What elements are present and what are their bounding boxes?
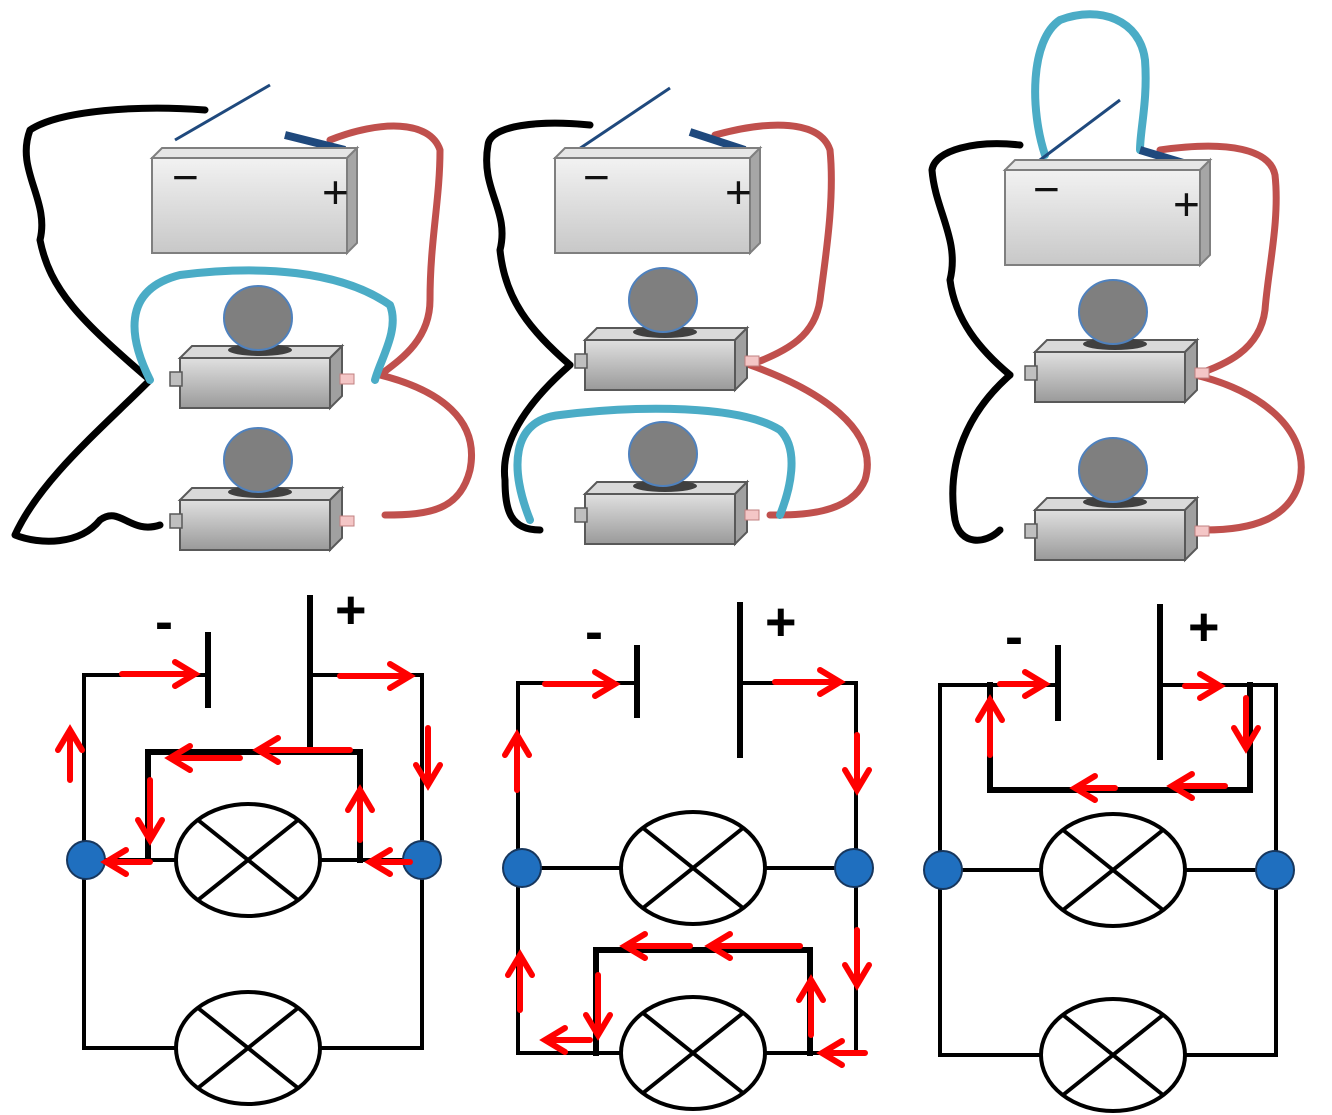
current-arrow-icon xyxy=(502,667,872,1068)
panel-1-schematic: - + xyxy=(55,580,443,1106)
lamp-symbol-icon xyxy=(1039,812,1187,928)
schematic-plus-label: + xyxy=(765,592,797,652)
battery-icon: − + xyxy=(151,147,358,254)
panel-3-pictorial: − + xyxy=(928,10,1305,561)
lamp-symbol-icon xyxy=(619,810,767,926)
junction-node-icon xyxy=(66,840,106,880)
panel-1-pictorial: − + xyxy=(11,83,475,551)
battery-plus-label: + xyxy=(1173,178,1200,230)
bulb-socket-icon xyxy=(1024,437,1210,561)
schematic-plus-label: + xyxy=(335,580,367,640)
battery-minus-label: − xyxy=(172,151,199,203)
bulb-socket-icon xyxy=(169,427,355,551)
bulb-socket-icon xyxy=(169,285,355,409)
lamp-symbol-icon xyxy=(1039,997,1187,1113)
battery-plus-label: + xyxy=(322,166,349,218)
battery-icon: − + xyxy=(554,147,761,254)
schematic-minus-label: - xyxy=(155,592,173,652)
bulb-socket-icon xyxy=(1024,279,1210,403)
panel-3-schematic: - + xyxy=(923,597,1295,1113)
current-arrow-icon xyxy=(55,659,443,877)
schematic-plus-label: + xyxy=(1188,597,1220,657)
lamp-symbol-icon xyxy=(174,802,322,918)
junction-node-icon xyxy=(923,850,963,890)
battery-icon: − + xyxy=(1004,159,1211,266)
bulb-socket-icon xyxy=(574,421,760,545)
panel-2-pictorial: − + xyxy=(483,86,871,545)
battery-minus-label: − xyxy=(1033,163,1060,215)
schematic-minus-label: - xyxy=(1005,607,1023,667)
lamp-symbol-icon xyxy=(619,995,767,1111)
junction-node-icon xyxy=(502,848,542,888)
battery-plus-label: + xyxy=(725,166,752,218)
lamp-symbol-icon xyxy=(174,990,322,1106)
panel-2-schematic: - + xyxy=(502,592,874,1111)
battery-minus-label: − xyxy=(583,151,610,203)
junction-node-icon xyxy=(834,848,874,888)
junction-node-icon xyxy=(1255,850,1295,890)
bulb-socket-icon xyxy=(574,267,760,391)
schematic-minus-label: - xyxy=(585,602,603,662)
current-arrow-icon xyxy=(975,669,1261,803)
